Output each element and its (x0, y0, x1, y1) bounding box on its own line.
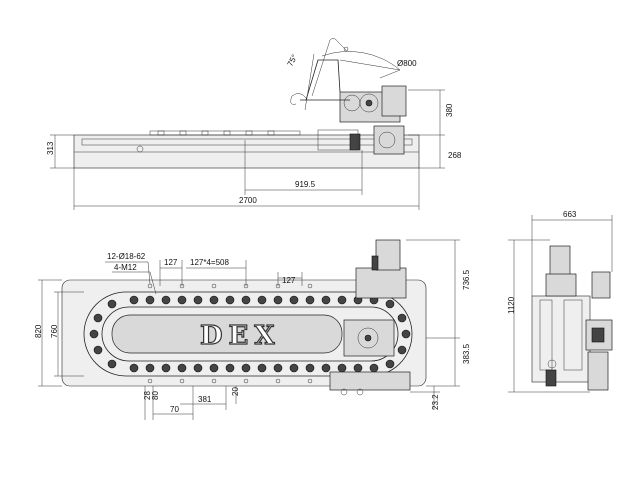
end-motor-right (591, 271, 611, 299)
end-width-label: 663 (563, 210, 577, 219)
side-lower-motor (373, 125, 405, 155)
plan-motor (375, 239, 401, 271)
side-chain-rail (149, 130, 301, 136)
bottom-23-label: 23.2 (431, 394, 440, 410)
end-motor-left (549, 245, 571, 277)
tool-holders-right (385, 299, 411, 369)
plan-center-plate (111, 314, 343, 354)
side-bolt (136, 145, 144, 153)
diameter-label: Ø800 (397, 59, 417, 68)
side-rail-blocks (157, 130, 275, 136)
height-right-upper-label: 736.5 (462, 269, 471, 290)
width-outer-label: 820 (34, 324, 43, 338)
side-motor (381, 85, 407, 117)
base-holes (147, 283, 313, 384)
bottom-381-label: 381 (198, 395, 212, 404)
side-base-rail (81, 138, 413, 146)
span-label: 919.5 (295, 180, 316, 189)
height-upper-label: 380 (445, 103, 454, 117)
width-inner-label: 760 (50, 324, 59, 338)
height-total-label: 313 (46, 141, 55, 155)
plan-chain-outer (83, 291, 413, 377)
thread-label: 4-M12 (114, 263, 137, 272)
pitch-multi-label: 127*4=508 (190, 258, 229, 267)
pitch-single-label: 127 (164, 258, 178, 267)
side-arc (321, 51, 401, 71)
plan-lower-bracket (329, 371, 411, 391)
end-coupling (545, 273, 577, 297)
end-frame (531, 295, 591, 383)
end-height-label: 1120 (507, 296, 516, 314)
plan-chain-inner (101, 306, 399, 362)
side-view: 75° Ø800 380 268 313 919.5 2700 (46, 38, 462, 210)
plan-drive-upper (355, 267, 407, 299)
bottom-70-label: 70 (170, 405, 179, 414)
dex-logo: DEX (200, 321, 281, 351)
tool-holders-bottom (129, 363, 379, 373)
height-right-lower-label: 383.5 (462, 343, 471, 364)
bottom-28-label: 28 (143, 391, 152, 400)
side-hook (290, 93, 307, 105)
height-lower-label: 268 (448, 151, 462, 160)
holes-label: 12-Ø18-62 (107, 252, 146, 261)
angle-label: 75° (286, 53, 300, 68)
end-lower-motor (587, 351, 609, 391)
bottom-80-label: 80 (151, 391, 160, 400)
length-label: 2700 (239, 196, 257, 205)
end-view: 663 1120 (507, 210, 613, 393)
side-base-plate (73, 134, 420, 169)
bottom-20-label: 20 (231, 387, 240, 396)
pitch-right-label: 127 (282, 276, 296, 285)
tool-holders-left (89, 299, 117, 369)
plan-view: DEX 12-Ø18-62 4-M12 127 127*4=508 127 82… (34, 239, 471, 420)
